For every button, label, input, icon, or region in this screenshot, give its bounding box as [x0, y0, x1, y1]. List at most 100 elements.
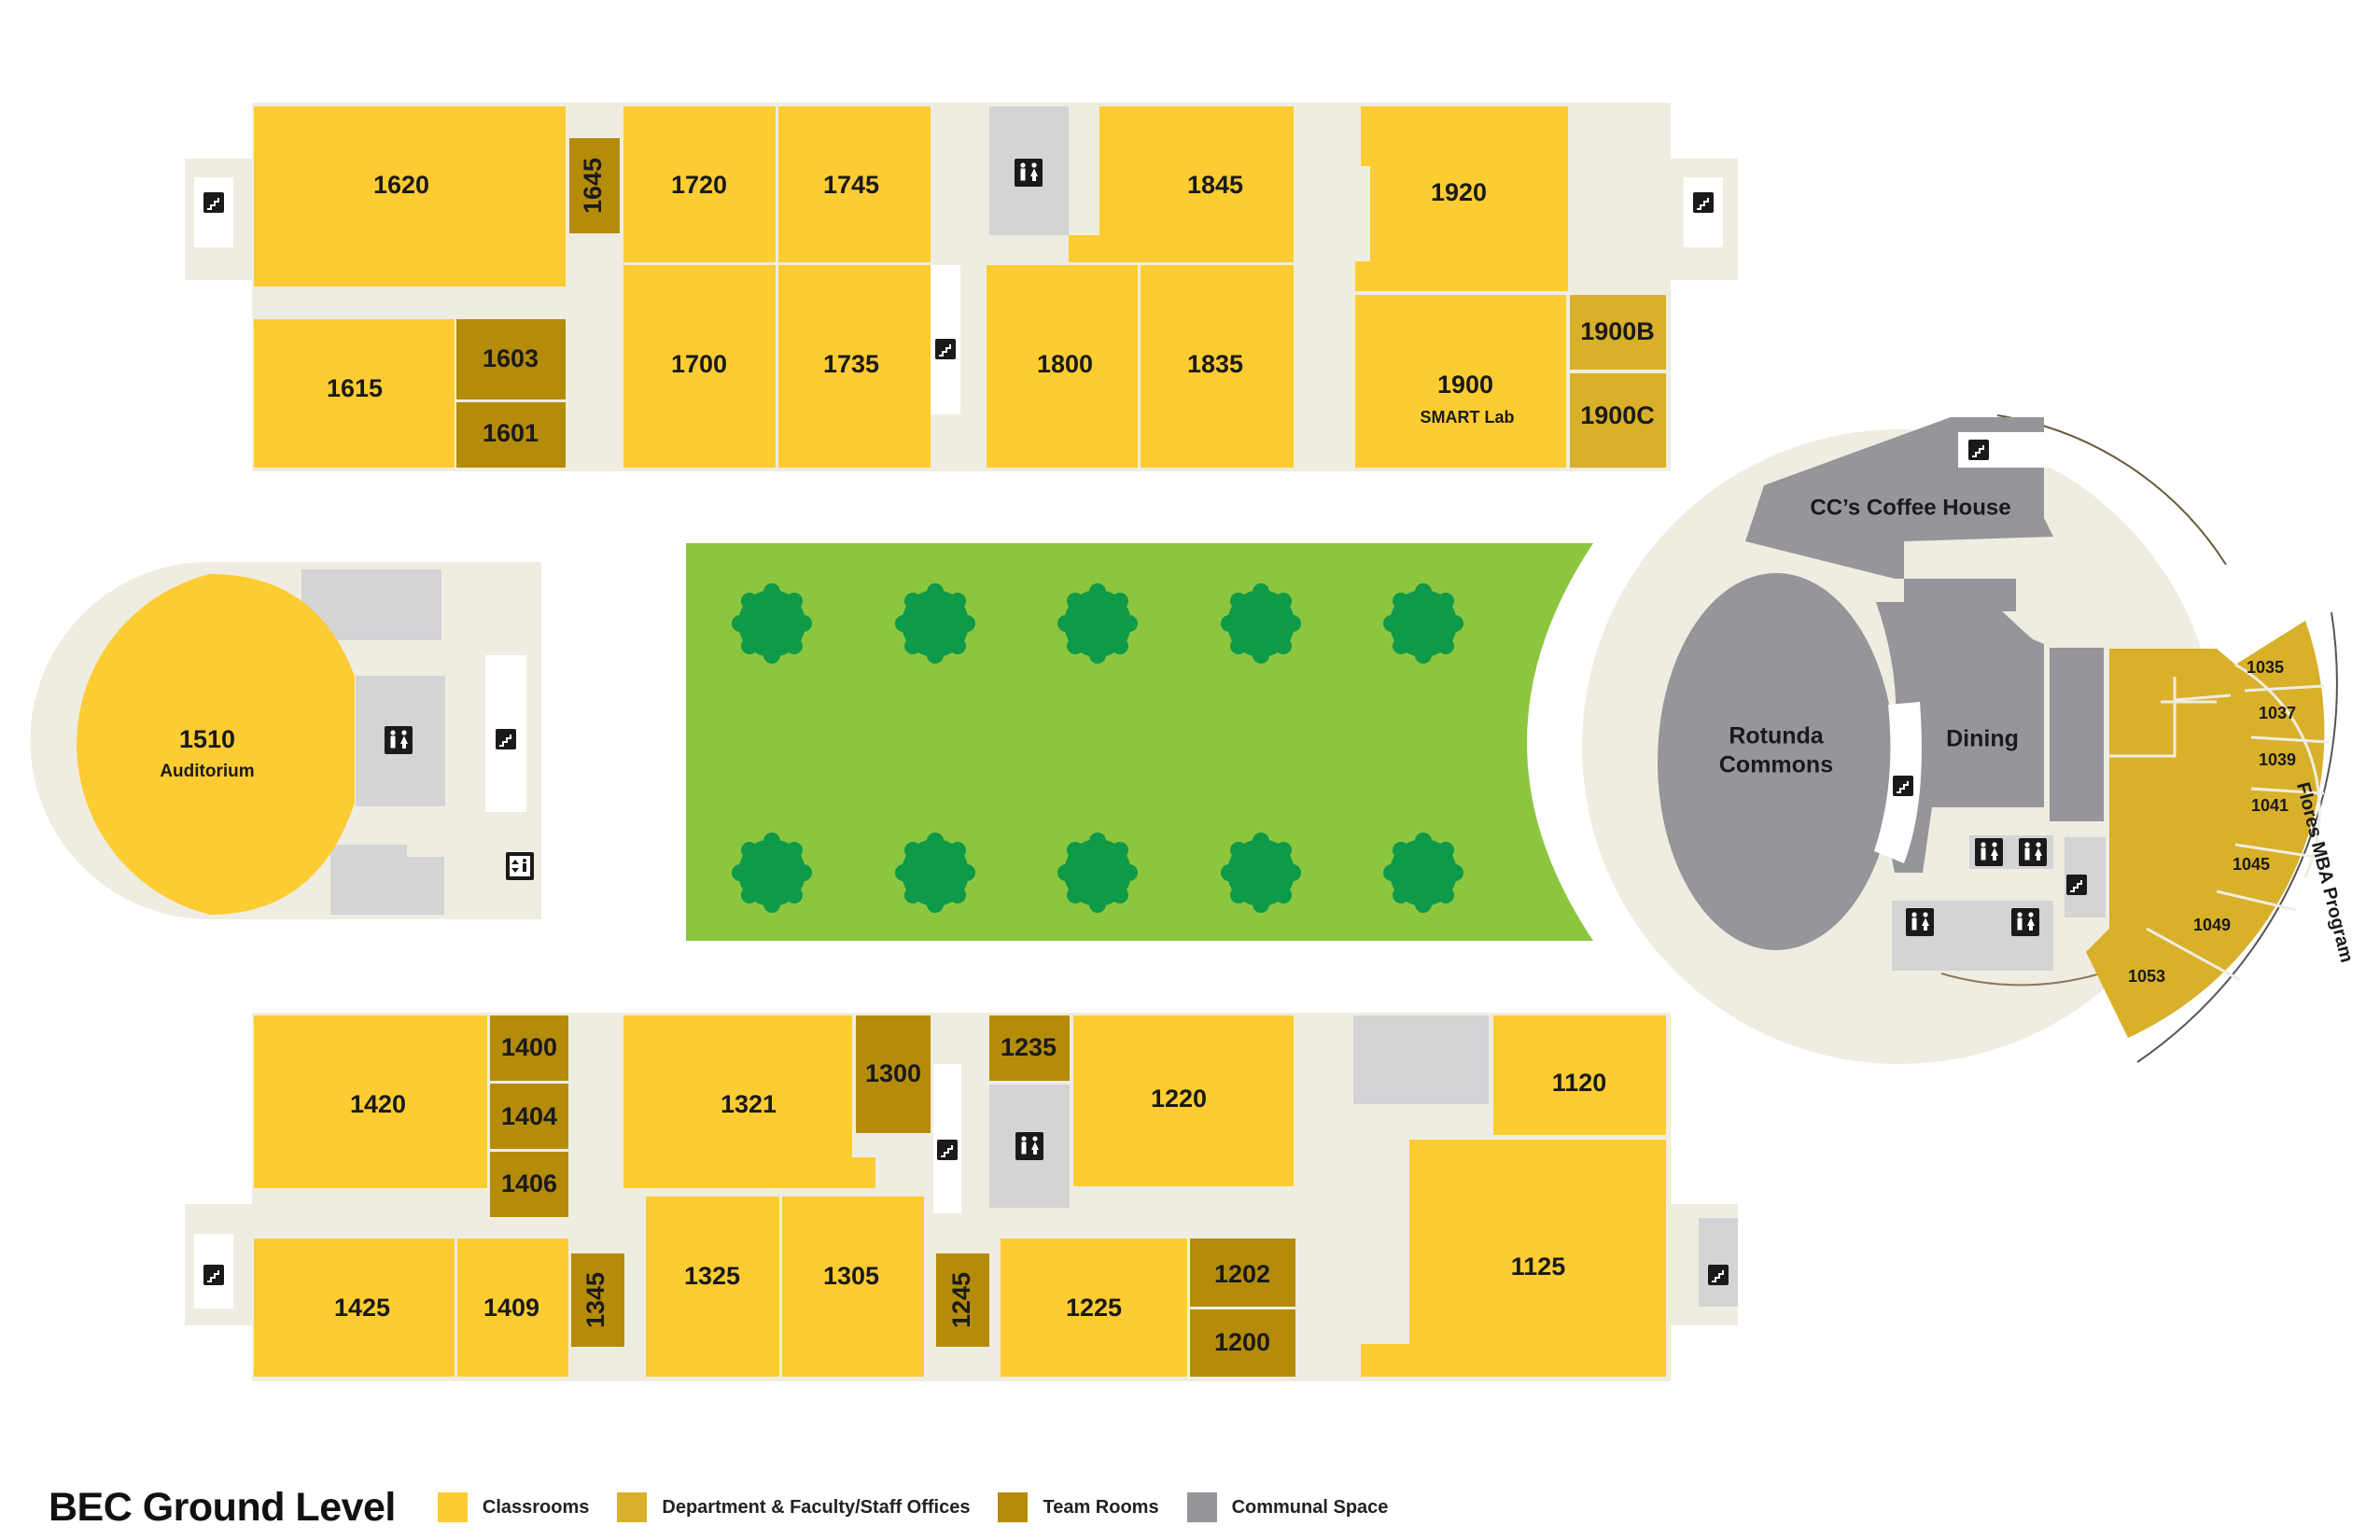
- room-1920[interactable]: 1920: [1355, 106, 1568, 291]
- room-label: 1225: [1066, 1294, 1122, 1322]
- room-label: 1510: [179, 725, 235, 753]
- room-1510[interactable]: 1510 Auditorium: [77, 574, 356, 915]
- stairs-icon: [203, 191, 225, 214]
- room-1202[interactable]: 1202: [1190, 1239, 1295, 1307]
- room-1225[interactable]: 1225: [1001, 1239, 1187, 1377]
- legend-label: Team Rooms: [1043, 1496, 1159, 1518]
- room-1325[interactable]: 1325: [646, 1197, 779, 1377]
- flores-mba-suite[interactable]: [2086, 621, 2325, 1038]
- room-1125[interactable]: 1125: [1361, 1140, 1666, 1377]
- room-label: 1835: [1187, 350, 1243, 378]
- room-label: 1406: [501, 1169, 557, 1197]
- room-1700[interactable]: 1700: [623, 265, 776, 468]
- room-1409[interactable]: 1409: [457, 1239, 568, 1377]
- room-1603[interactable]: 1603: [456, 319, 566, 399]
- room-1615[interactable]: 1615: [254, 319, 455, 468]
- tree-icon: [1221, 833, 1301, 913]
- courtyard-lawn: [686, 543, 1593, 941]
- room-label: 1900: [1437, 371, 1493, 399]
- legend-swatch: [617, 1492, 648, 1522]
- room-1835[interactable]: 1835: [1141, 265, 1294, 468]
- room-label: 1300: [865, 1059, 921, 1087]
- room-1053-label: 1053: [2128, 967, 2165, 986]
- restroom-icon: [2011, 908, 2039, 936]
- room-label: 1202: [1214, 1260, 1270, 1288]
- room-1620[interactable]: 1620: [254, 106, 566, 287]
- stairs-icon: [495, 728, 517, 750]
- suite-walls: [2107, 663, 2330, 982]
- room-label: 1400: [501, 1033, 557, 1061]
- legend-item-communal-space: Communal Space: [1186, 1492, 1388, 1522]
- stairs-icon: [1707, 1264, 1729, 1286]
- room-1220[interactable]: 1220: [1073, 1015, 1294, 1186]
- room-label: 1425: [334, 1294, 390, 1322]
- room-1305[interactable]: 1305: [782, 1197, 924, 1377]
- room-label: 1420: [350, 1090, 406, 1118]
- auditorium-building: 1510 Auditorium: [30, 562, 541, 919]
- room-label: 1245: [947, 1272, 975, 1328]
- restroom-icon: [1015, 159, 1043, 187]
- room-label: 1800: [1037, 350, 1093, 378]
- room-label: 1745: [823, 171, 879, 199]
- restroom-icon: [1015, 1132, 1043, 1160]
- room-1404[interactable]: 1404: [490, 1084, 568, 1149]
- room-1200[interactable]: 1200: [1190, 1309, 1295, 1377]
- room-1400[interactable]: 1400: [490, 1015, 568, 1081]
- room-label: 1700: [671, 350, 727, 378]
- room-label: 1601: [483, 419, 539, 447]
- room-sublabel: SMART Lab: [1421, 408, 1515, 427]
- room-label: 1345: [581, 1272, 609, 1328]
- room-1049-label: 1049: [2193, 916, 2231, 934]
- room-1321[interactable]: 1321: [623, 1015, 875, 1188]
- room-label: 1200: [1214, 1328, 1270, 1356]
- coffee-house-label: CC’s Coffee House: [1810, 495, 2010, 520]
- room-1900b[interactable]: 1900B: [1570, 295, 1666, 370]
- room-1645[interactable]: 1645: [569, 138, 620, 233]
- room-label: 1615: [327, 374, 383, 402]
- room-label: 1845: [1187, 171, 1243, 199]
- top-wing: 1620 1645 1720 1745 1845 1920 1615 1603 …: [185, 103, 1738, 471]
- room-1735[interactable]: 1735: [778, 265, 931, 468]
- tree-icon: [1221, 583, 1301, 664]
- room-1406[interactable]: 1406: [490, 1152, 568, 1217]
- tree-icon: [1057, 833, 1138, 913]
- rotunda-commons[interactable]: [1658, 573, 1895, 950]
- room-label: 1125: [1511, 1253, 1566, 1281]
- stairs-icon: [203, 1264, 225, 1286]
- room-1720[interactable]: 1720: [623, 106, 776, 262]
- restroom-icon: [385, 726, 413, 754]
- room-1345[interactable]: 1345: [571, 1253, 624, 1347]
- tree-icon: [1383, 583, 1463, 664]
- room-1235[interactable]: 1235: [989, 1015, 1070, 1081]
- room-label: 1720: [671, 171, 727, 199]
- room-1900c[interactable]: 1900C: [1570, 373, 1666, 468]
- legend-label: Department & Faculty/Staff Offices: [662, 1496, 971, 1518]
- room-label: 1305: [823, 1262, 879, 1290]
- legend-swatch: [1186, 1492, 1217, 1522]
- room-label: 1900B: [1580, 317, 1655, 345]
- legend-item-offices: Department & Faculty/Staff Offices: [617, 1492, 970, 1522]
- room-1601[interactable]: 1601: [456, 402, 566, 468]
- elevator-icon: [506, 852, 534, 880]
- room-label: 1645: [579, 158, 607, 214]
- room-sublabel: Auditorium: [160, 762, 254, 781]
- room-1037-label: 1037: [2259, 704, 2296, 722]
- room-1300[interactable]: 1300: [856, 1015, 931, 1133]
- room-1845[interactable]: 1845: [1069, 106, 1294, 262]
- stairs-icon: [1692, 191, 1715, 214]
- room-label: 1220: [1151, 1085, 1207, 1113]
- room-label: 1325: [684, 1262, 740, 1290]
- room-1425[interactable]: 1425: [254, 1239, 455, 1377]
- room-1120[interactable]: 1120: [1493, 1015, 1666, 1135]
- room-1900[interactable]: 1900 SMART Lab: [1355, 295, 1566, 468]
- tree-icon: [732, 583, 812, 664]
- room-1745[interactable]: 1745: [778, 106, 931, 262]
- legend: BEC Ground Level Classrooms Department &…: [49, 1479, 1416, 1535]
- rotunda-label-line2: Commons: [1719, 752, 1833, 778]
- tree-icon: [1057, 583, 1138, 664]
- room-1800[interactable]: 1800: [987, 265, 1138, 468]
- room-1420[interactable]: 1420: [254, 1015, 487, 1188]
- room-1245[interactable]: 1245: [936, 1253, 989, 1347]
- room-label: 1603: [483, 344, 539, 372]
